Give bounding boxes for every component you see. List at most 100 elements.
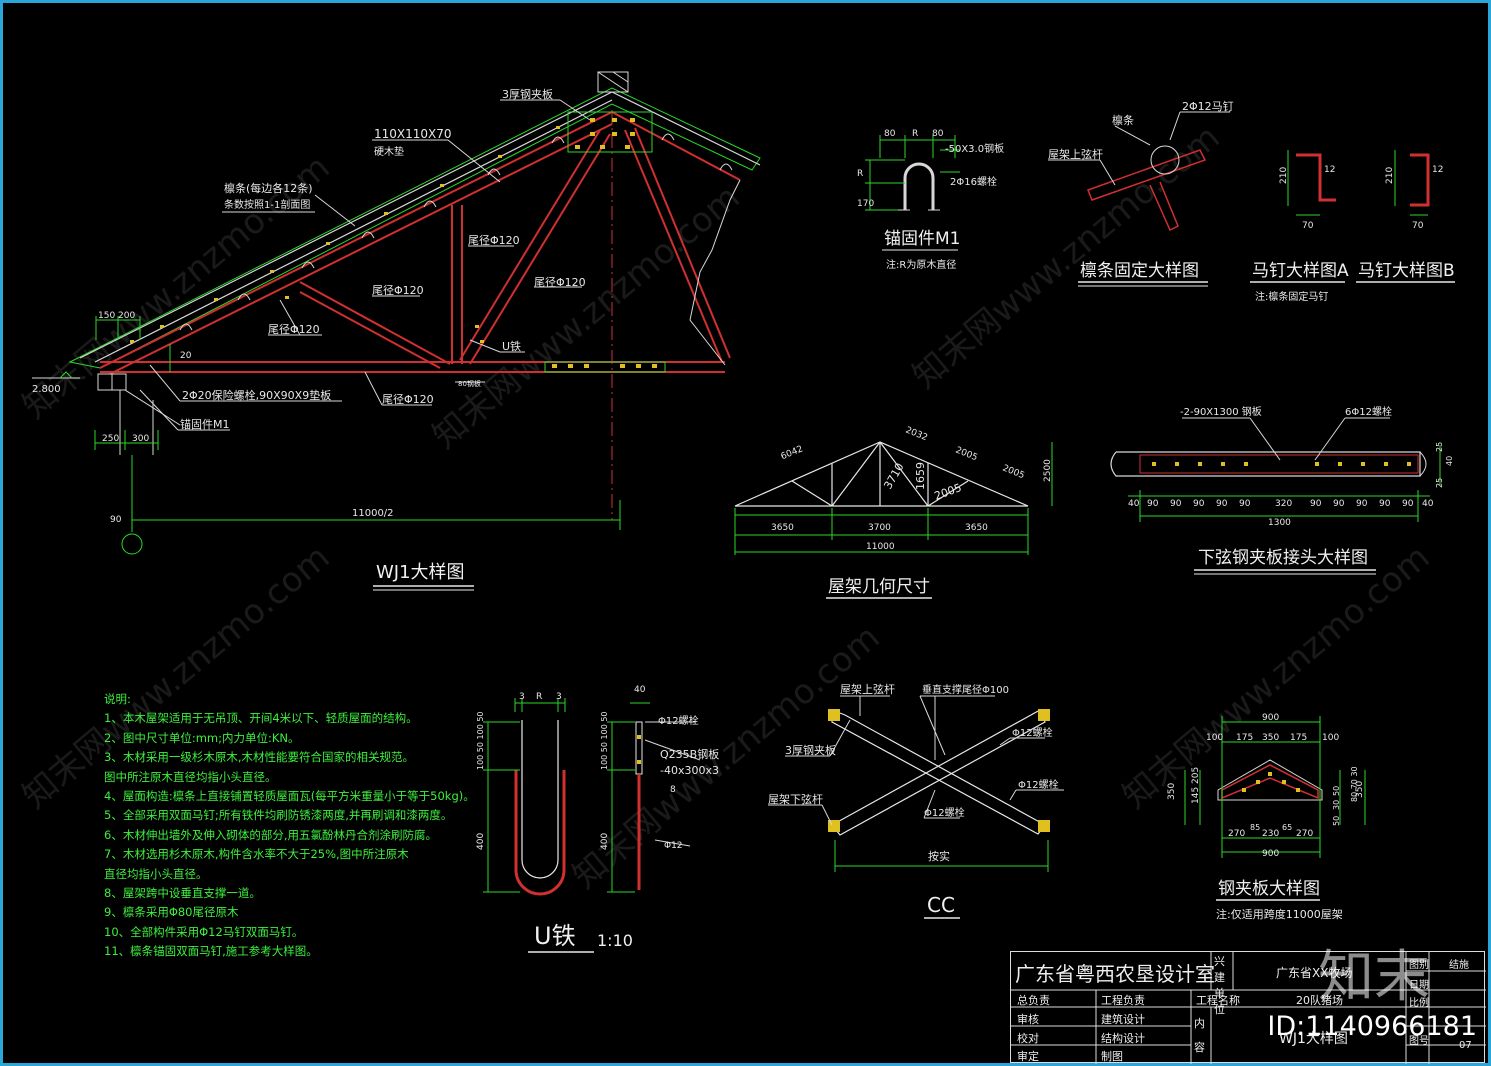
tb-right: 比例 [1409,998,1429,1009]
u-iron-scale: 1:10 [597,931,633,950]
anchor-m1-detail: 80 R 80 -50X3.0钢板 2Φ16螺栓 R 170 锚固件M1 注:R… [857,129,1004,271]
dim-label: 20 [180,351,192,361]
note-item: 5、全部采用双面马钉;所有铁件均刷防锈漆两度,并再刷调和漆两度。 [104,808,453,823]
dim-label: 2005 [954,446,979,464]
dim-label: 3 [556,692,562,702]
dim-label: 175 [1290,733,1307,743]
bolt-label: Φ12螺栓 [924,806,965,819]
splice-title: 下弦钢夹板接头大样图 [1198,548,1368,568]
bolt-label: 2Φ16螺栓 [950,175,997,188]
dim-label: 270 [1228,829,1245,839]
note-item: 3、木材采用一级杉木原木,木材性能要符合国家的相关规范。 [104,750,414,765]
plate-label: 80钢板 [458,379,481,388]
steel-label: Q235B钢板 [660,747,719,761]
dim-label: 350 [1262,733,1279,743]
dim-label: 2032 [904,426,929,444]
dim-label: 90 [1216,499,1228,509]
clamp-label: 3厚钢夹板 [502,87,553,101]
clamp-label: 3厚钢夹板 [785,743,836,757]
plate-label: -50X3.0钢板 [945,142,1004,155]
dim-label: 50 [1332,786,1341,796]
dim-label: 350 [1167,783,1177,800]
purlin-fixing-detail: 檩条 2Φ12马钉 屋架上弦杆 檩条固定大样图 [1048,100,1234,287]
dim-label: 3700 [868,523,891,533]
tb-right-value: 结施 [1449,960,1469,971]
dim-label: 40 [1422,499,1434,509]
dim-label: 8 [670,785,676,795]
note-item: 4、屋面构造:檩条上直接铺置轻质屋面瓦(每平方米重量小于等于50kg)。 [104,789,475,804]
note-item: 8、屋架跨中设垂直支撑一道。 [104,886,261,901]
dim-label: 90 [1379,499,1391,509]
notes-title: 说明: [104,692,131,706]
chord-label: 屋架下弦杆 [768,792,823,806]
dim-label: 3710 [881,461,906,492]
wj1-title: WJ1大样图 [376,562,465,583]
tb-row: 审核 [1017,1013,1039,1026]
note-item: 7、木材选用杉木原木,构件含水率不大于25%,图中所注原木 [104,847,409,862]
purlin-label: 檩条 [1112,113,1134,127]
tb-row: 结构设计 [1101,1032,1145,1045]
note-item: 6、木材伸出墙外及伸入砌体的部分,用五氯酚林丹合剂涂刷防腐。 [104,827,437,842]
note-item: 1、本木屋架适用于无吊顶、开间4米以下、轻质屋面的结构。 [104,711,418,726]
dim-label: 170 [857,199,874,209]
size-label: -40x300x3 [660,764,719,777]
dim-label: 70 [1302,221,1314,231]
chord-label: 屋架上弦杆 [1048,147,1103,161]
note-item: 11、檩条锚固双面马钉,施工参考大样图。 [104,944,318,959]
dim-label: 12 [1432,165,1443,175]
main-truss: 3厚钢夹板 110X110X70 硬木垫 檩条(每边各12条) 条数按照1-1剖… [32,71,761,591]
span-dim-label: 11000/2 [352,508,394,519]
anchor-label: 锚固件M1 [180,417,230,431]
dim-label: 90 [110,515,122,525]
dim-label: 85 [1250,823,1260,832]
dim-label: 90 [1333,499,1345,509]
site-logo: 知末 [1318,945,1430,1010]
dim-label: 90 [1147,499,1159,509]
dim-label: 270 [1296,829,1313,839]
nail-a-title: 马钉大样图A [1252,261,1349,281]
dim-label: 80 [884,129,896,139]
tb-row: 工程负责 [1101,994,1145,1007]
anchor-m1-title: 锚固件M1 [884,229,960,249]
tail-diameter-label: 尾径Φ120 [534,276,586,289]
cc-title: CC [927,893,955,917]
dim-label: 70 [1412,221,1424,231]
tb-right: 图别 [1409,960,1429,971]
dim-label: 400 [600,833,610,850]
dim-label: R [912,129,918,139]
dim-label: 90 [1170,499,1182,509]
dim-label: 900 [1262,713,1279,723]
dim-label: 1659 [914,462,927,490]
bolt-label: Φ12螺栓 [1018,778,1059,791]
nail-a-detail: 210 12 70 马钉大样图A 注:檩条固定马钉 [1250,150,1349,303]
dim-label: 25 [1435,442,1444,452]
cc-section: 屋架上弦杆 垂直支撑尾径Φ100 3厚钢夹板 Φ12螺栓 屋架下弦杆 Φ12螺栓… [768,682,1064,919]
project-name: 20队猪场 [1296,994,1343,1007]
chord-label: 屋架上弦杆 [840,682,895,696]
plate-label: -2-90X1300 钢板 [1180,405,1262,418]
note-item: 直径均指小头直径。 [104,866,208,881]
dim-label: R [857,169,863,179]
dim-label: 90 [1193,499,1205,509]
dim-label: 2500 [1043,459,1053,482]
dim-label: 65 [1282,823,1292,832]
tb-row: 审定 [1017,1050,1039,1063]
image-id: ID:1140966181 [1267,1011,1477,1042]
clamp-plate-detail: 900 100 175 350 175 100 350 145 205 350 … [1167,713,1366,921]
tail-diameter-label: 尾径Φ120 [268,323,320,336]
clamp-plate-note: 注:仅适用跨度11000屋架 [1216,907,1343,921]
tb-right: 图号 [1409,1036,1429,1047]
dim-label: 100 50 100 50 [476,711,485,770]
tail-diameter-label: 尾径Φ120 [468,234,520,247]
dim-label: 80 70 30 [1350,766,1359,802]
purlin-note: 条数按照1-1剖面图 [224,198,310,211]
u-iron-detail: 3 R 3 40 Φ12螺栓 Q235B钢板 -40x300x3 8 Φ12 1… [476,685,719,953]
rod-label: Φ12 [664,841,683,851]
dim-label: 900 [1262,849,1279,859]
bolt-label: Φ12螺栓 [1012,726,1053,739]
dim-label: 90 [1239,499,1251,509]
drawing-name: WJ1大样图 [1279,1031,1348,1047]
tb-row: 制图 [1101,1050,1123,1063]
